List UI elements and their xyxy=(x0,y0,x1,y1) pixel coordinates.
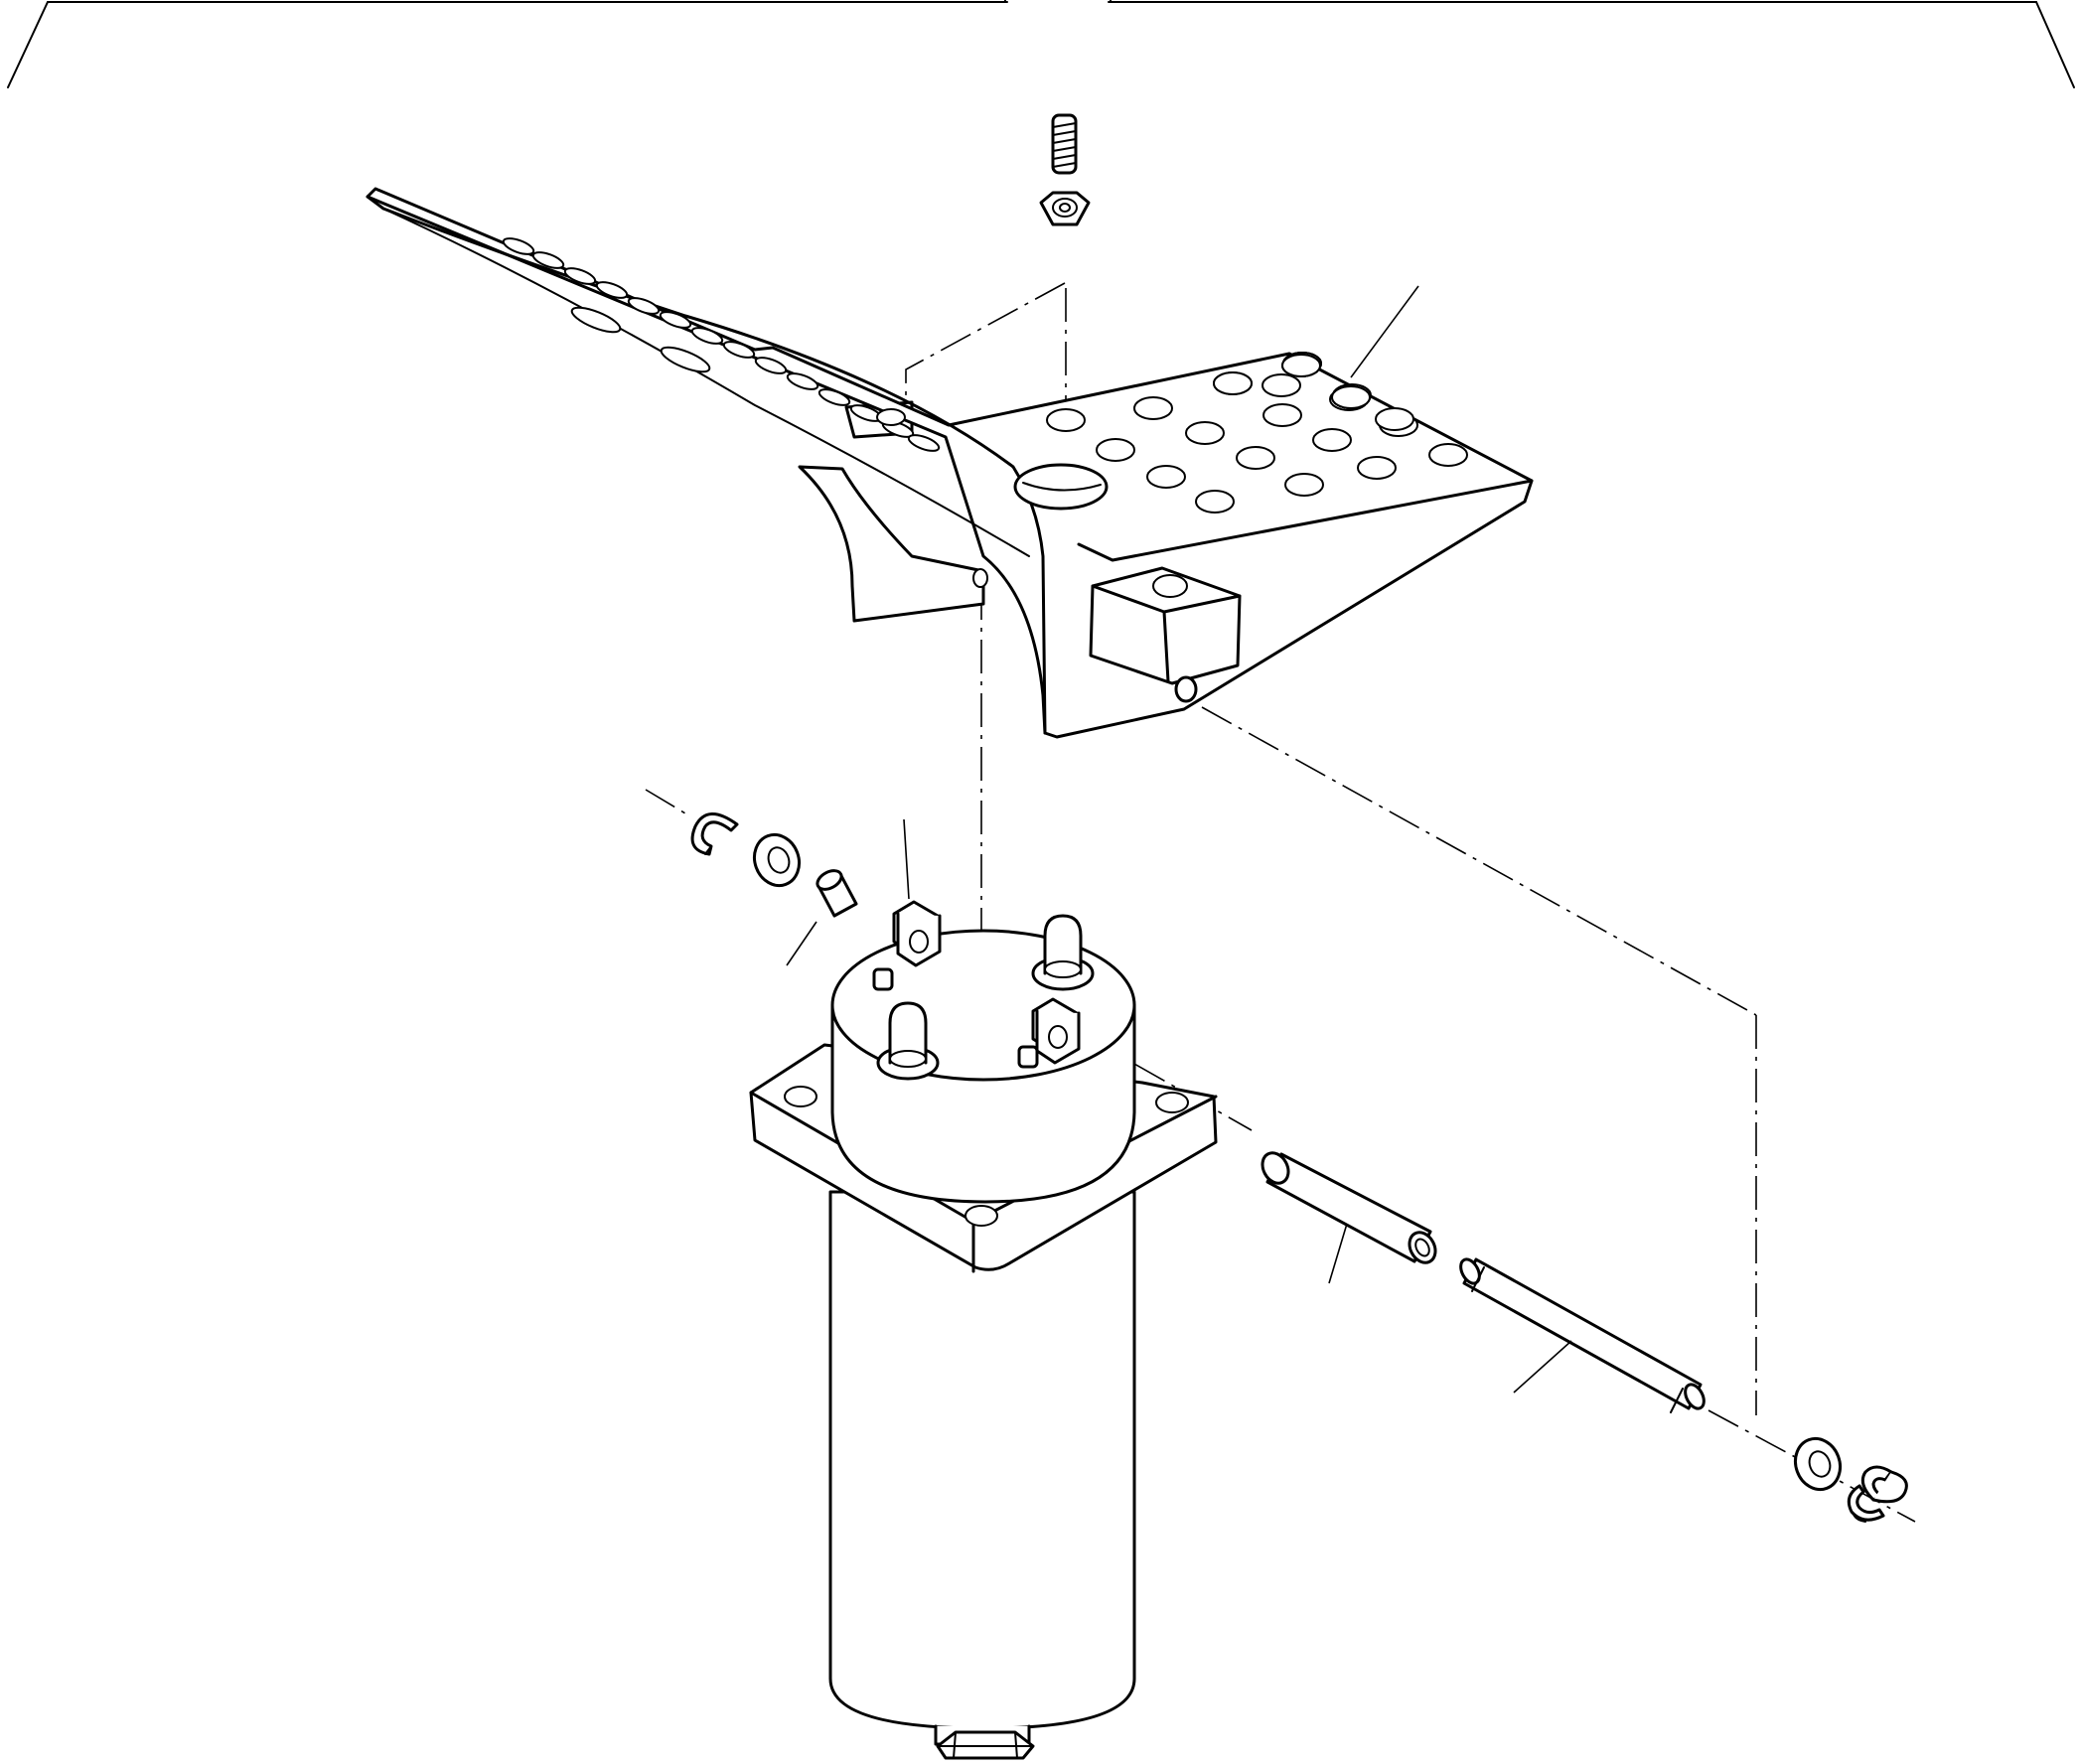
pedal-stop-block xyxy=(1089,566,1242,685)
leader-line-clevis xyxy=(903,818,910,900)
pedal xyxy=(366,187,1534,739)
left-bushing xyxy=(816,869,858,918)
leader-line-pedal xyxy=(1350,285,1419,378)
pedal-bumps xyxy=(1046,352,1468,514)
brake-valve xyxy=(749,900,1218,1760)
sleeve xyxy=(1261,1151,1437,1264)
leader-line-bushing xyxy=(786,921,817,966)
left-retaining-clip xyxy=(690,812,739,856)
set-screw xyxy=(1051,113,1078,175)
clevis-right xyxy=(1017,997,1081,1069)
frame-border xyxy=(7,0,2075,88)
leader-line-sleeve xyxy=(1328,1223,1348,1284)
bottom-fitting xyxy=(934,1724,1035,1760)
clevis-left xyxy=(872,900,942,991)
pedal-pivot-hole xyxy=(1013,463,1109,511)
leader-line-pin xyxy=(1513,1340,1572,1394)
right-washer xyxy=(1793,1436,1843,1492)
left-washer xyxy=(752,832,802,888)
pin xyxy=(1459,1257,1706,1413)
top-plug-left xyxy=(876,1001,940,1081)
right-retaining-clip xyxy=(1847,1465,1908,1523)
pedal-side-hole xyxy=(1174,675,1198,703)
hex-nut xyxy=(1039,191,1091,226)
top-plug-right xyxy=(1031,914,1095,991)
